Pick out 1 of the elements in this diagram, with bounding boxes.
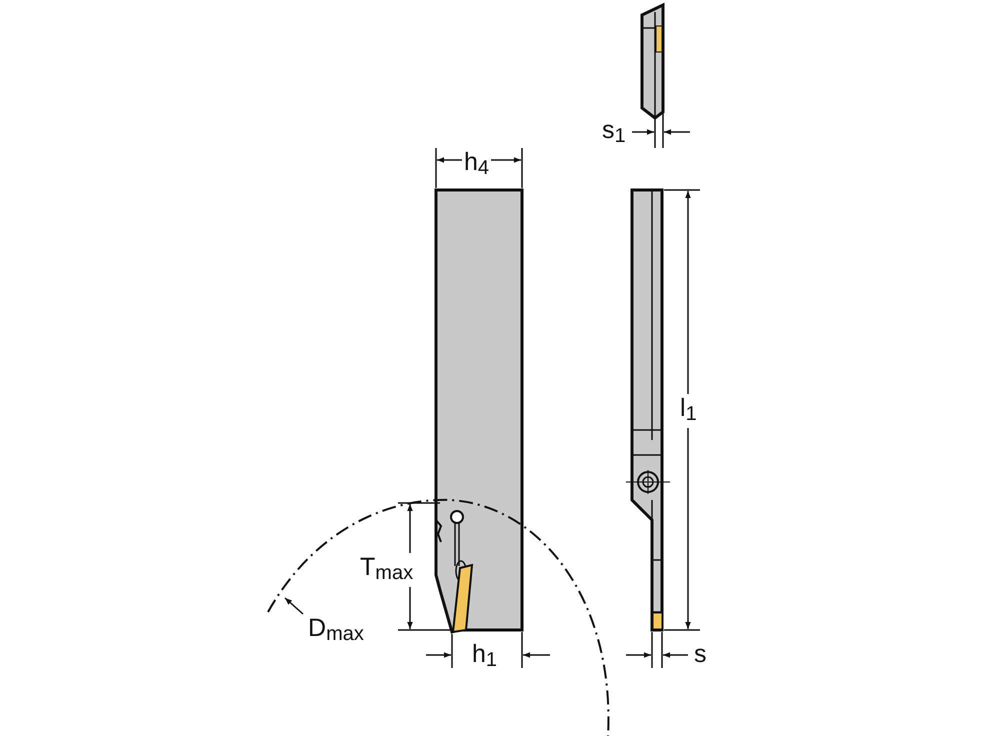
dimension-label: T$_{max}$ [358, 553, 416, 587]
